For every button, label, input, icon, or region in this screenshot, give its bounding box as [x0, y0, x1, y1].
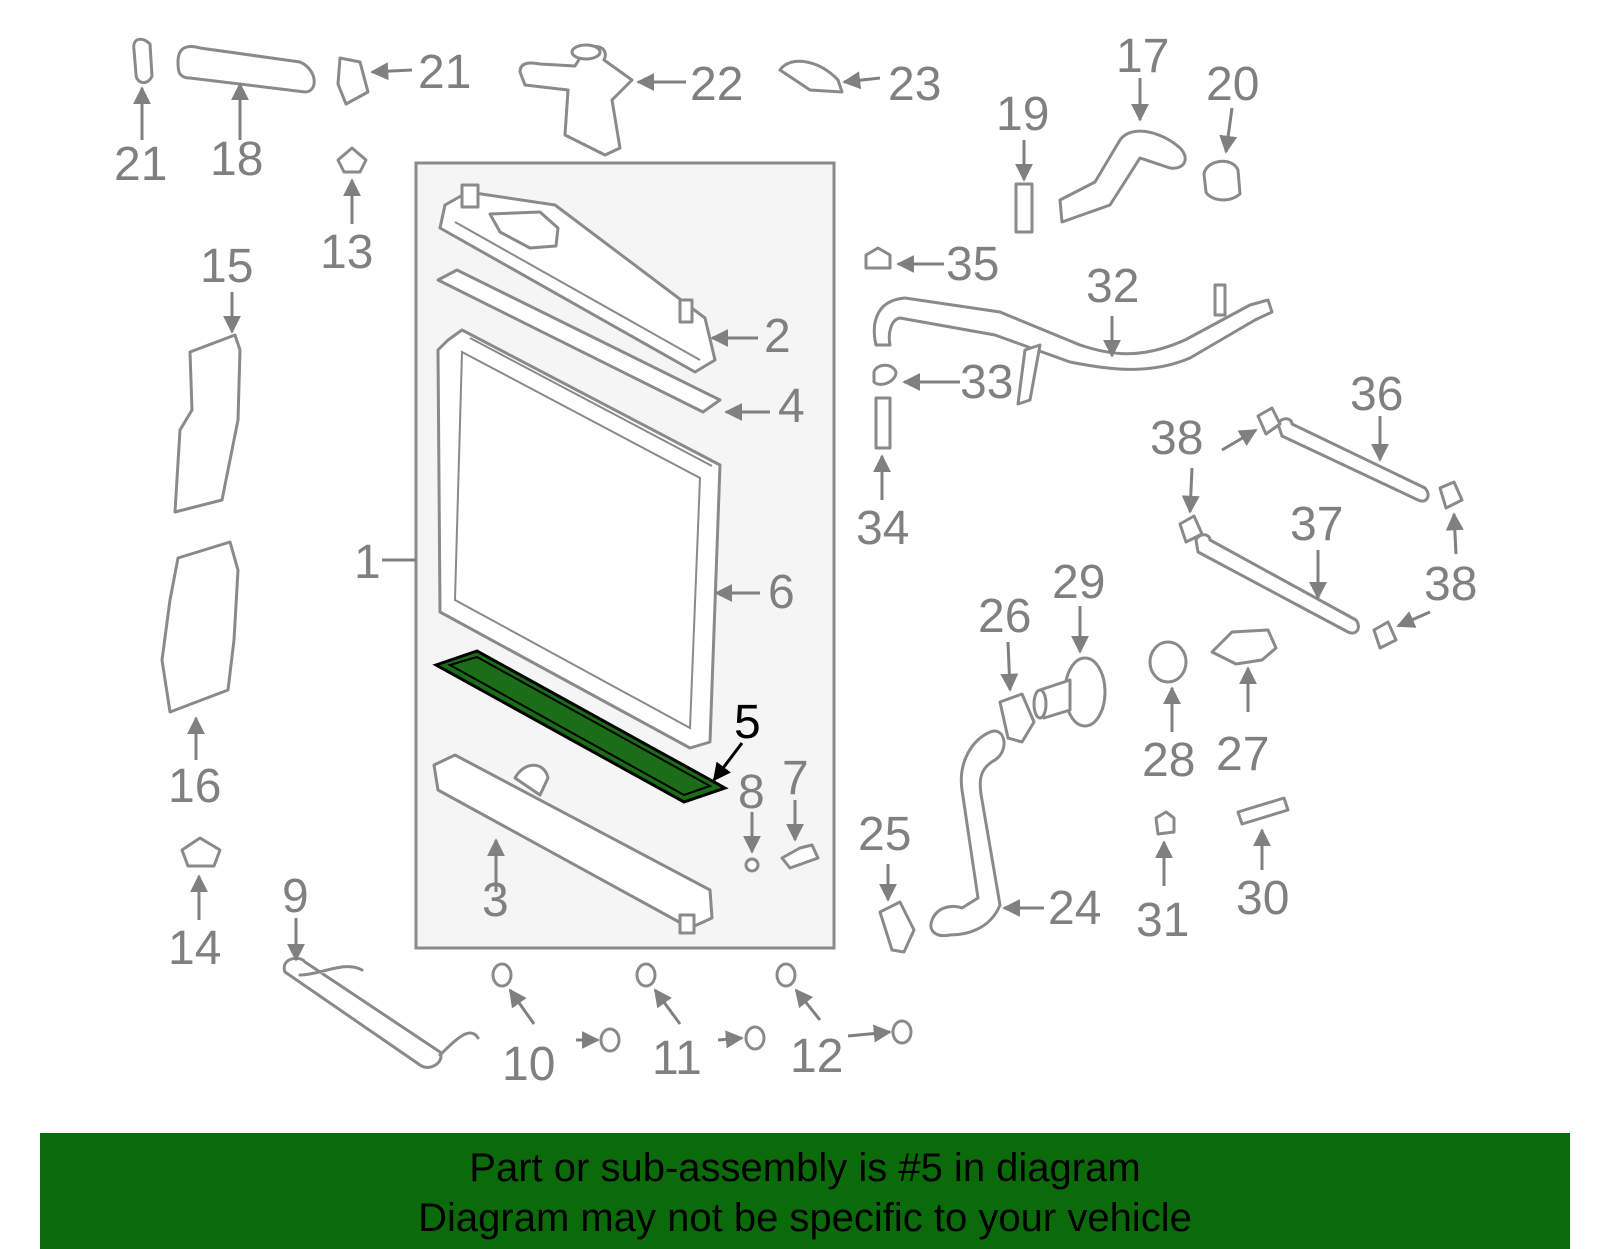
callout-9: 9 — [282, 870, 309, 923]
callout-8: 8 — [738, 766, 765, 819]
callout-21-right: 21 — [418, 46, 471, 99]
callout-36: 36 — [1350, 368, 1403, 421]
air-guide-lower-part — [160, 540, 240, 714]
upper-hose-part — [176, 45, 316, 94]
callout-34: 34 — [856, 502, 909, 555]
o-ring-part — [744, 857, 760, 873]
callout-25: 25 — [858, 808, 911, 861]
callout-10: 10 — [502, 1038, 555, 1091]
info-banner: Part or sub-assembly is #5 in diagram Di… — [40, 1133, 1570, 1249]
water-pipe-part — [872, 283, 1274, 406]
spacer-tube-part — [1014, 182, 1034, 234]
pipe-gasket-part — [872, 363, 898, 386]
lower-hose-part — [282, 956, 480, 1069]
lower-tank-part — [432, 753, 714, 935]
callout-38-right-upper: 38 — [1424, 558, 1477, 611]
callout-22: 22 — [690, 58, 743, 111]
callout-2: 2 — [764, 310, 791, 363]
callout-19: 19 — [996, 88, 1049, 141]
callout-32: 32 — [1086, 260, 1139, 313]
air-guide-upper-part — [173, 333, 242, 514]
hose-clamp-26-part — [998, 692, 1036, 744]
callout-5-highlighted: 5 — [734, 696, 761, 749]
callout-29: 29 — [1052, 556, 1105, 609]
mount-cushions — [491, 962, 913, 1053]
callout-14: 14 — [168, 922, 221, 975]
hose-clamp-17-part — [1202, 159, 1242, 202]
callout-23: 23 — [888, 58, 941, 111]
callout-11: 11 — [652, 1032, 702, 1085]
callout-3: 3 — [482, 874, 509, 927]
callout-28: 28 — [1142, 734, 1195, 787]
lower-gasket-highlighted-part — [432, 649, 729, 804]
callout-26: 26 — [978, 590, 1031, 643]
callout-4: 4 — [778, 380, 805, 433]
callout-16: 16 — [168, 760, 221, 813]
upper-tank-part — [438, 183, 717, 374]
callout-15: 15 — [200, 240, 253, 293]
callout-6: 6 — [768, 566, 795, 619]
grommet-lower-part — [180, 836, 222, 868]
upper-gasket-part — [436, 268, 722, 414]
hose-clamp-25-part — [878, 900, 916, 954]
callout-12: 12 — [790, 1030, 843, 1083]
nut-31-part — [1154, 810, 1176, 836]
drain-cock-part — [780, 843, 820, 870]
radiator-cap-part — [778, 59, 844, 94]
hose-clips-38 — [1178, 406, 1464, 650]
water-inlet-part — [1032, 656, 1107, 728]
callout-13: 13 — [320, 226, 373, 279]
gasket-28-part — [1148, 640, 1188, 684]
inlet-hose-part — [929, 729, 1006, 938]
callout-7: 7 — [782, 752, 809, 805]
highlight-fill — [432, 649, 729, 804]
radiator-core-part — [436, 328, 722, 750]
thermostat-part — [1210, 628, 1278, 666]
callout-17: 17 — [1116, 30, 1169, 83]
nut-35-part — [864, 246, 892, 270]
callout-1: 1 — [354, 536, 381, 589]
filler-neck-part — [518, 43, 634, 157]
banner-line-2: Diagram may not be specific to your vehi… — [418, 1196, 1192, 1240]
stud-30-part — [1236, 796, 1290, 826]
grommet-upper-part — [336, 146, 368, 174]
callout-18: 18 — [210, 133, 263, 186]
callout-24: 24 — [1048, 882, 1101, 935]
hose-clamp-left-part — [132, 37, 154, 84]
stud-bolt-part — [874, 396, 892, 450]
callout-31: 31 — [1136, 894, 1189, 947]
callout-21-left: 21 — [114, 138, 167, 191]
callout-30: 30 — [1236, 872, 1289, 925]
callout-20: 20 — [1206, 58, 1259, 111]
bypass-pipe-upper-part — [1276, 417, 1430, 503]
banner-line-1: Part or sub-assembly is #5 in diagram — [469, 1146, 1141, 1190]
callout-38-top: 38 — [1150, 412, 1203, 465]
callout-37: 37 — [1290, 498, 1343, 551]
callout-27: 27 — [1216, 728, 1269, 781]
callout-35: 35 — [946, 238, 999, 291]
hose-clamp-right-part — [336, 56, 370, 106]
callout-33: 33 — [960, 356, 1013, 409]
bypass-hose-part — [1058, 129, 1187, 224]
